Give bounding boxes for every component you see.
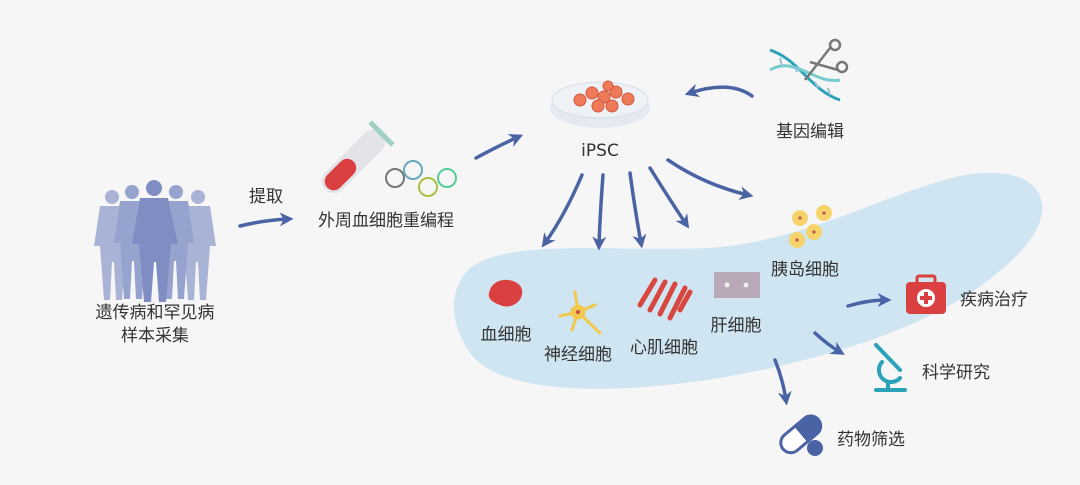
islet-cell-label: 胰岛细胞	[771, 260, 839, 280]
arrow-to-neuron	[592, 173, 607, 251]
arrow-to-ipsc	[474, 134, 524, 160]
research-label: 科学研究	[922, 363, 990, 383]
blood-cell-label: 血细胞	[481, 325, 532, 345]
people-silhouette-icon	[94, 180, 216, 302]
islet-cells-icon	[789, 205, 832, 248]
neuron-icon	[558, 290, 602, 335]
test-tube-icon	[321, 120, 395, 194]
arrow-to-liver	[648, 166, 690, 229]
liver-cell-label: 肝细胞	[711, 316, 762, 336]
arrow-to-therapy	[846, 293, 892, 308]
microscope-icon	[874, 343, 907, 392]
arrow-extract	[238, 212, 294, 228]
samples-label-line1: 遗传病和罕见病	[96, 303, 215, 323]
extract-label: 提取	[249, 187, 283, 207]
cardiomyocyte-label: 心肌细胞	[630, 338, 698, 358]
arrow-to-blood	[541, 173, 584, 248]
samples-label-line2: 样本采集	[121, 326, 189, 346]
dna-scissors-icon	[769, 38, 849, 102]
cardiomyocyte-icon	[637, 277, 693, 321]
pill-capsule-icon	[779, 414, 823, 456]
reprogramming-label: 外周血细胞重编程	[318, 211, 454, 231]
arrow-to-research	[813, 331, 845, 355]
arrow-to-drug-screening	[773, 358, 792, 406]
neuron-label: 神经细胞	[544, 345, 612, 365]
blood-cell-icon	[488, 279, 523, 307]
gene-editing-label: 基因编辑	[776, 122, 844, 142]
drug-screening-label: 药物筛选	[837, 430, 905, 450]
ipsc-label: iPSC	[581, 141, 619, 161]
medical-kit-icon	[906, 274, 946, 314]
arrow-to-islet	[666, 158, 754, 200]
plasmid-rings-icon	[385, 160, 457, 197]
therapy-label: 疾病治疗	[960, 290, 1028, 310]
arrow-to-cardio	[628, 171, 647, 249]
petri-dish-icon	[550, 80, 650, 128]
arrow-gene-editing	[684, 83, 754, 98]
liver-cell-icon	[714, 272, 760, 298]
